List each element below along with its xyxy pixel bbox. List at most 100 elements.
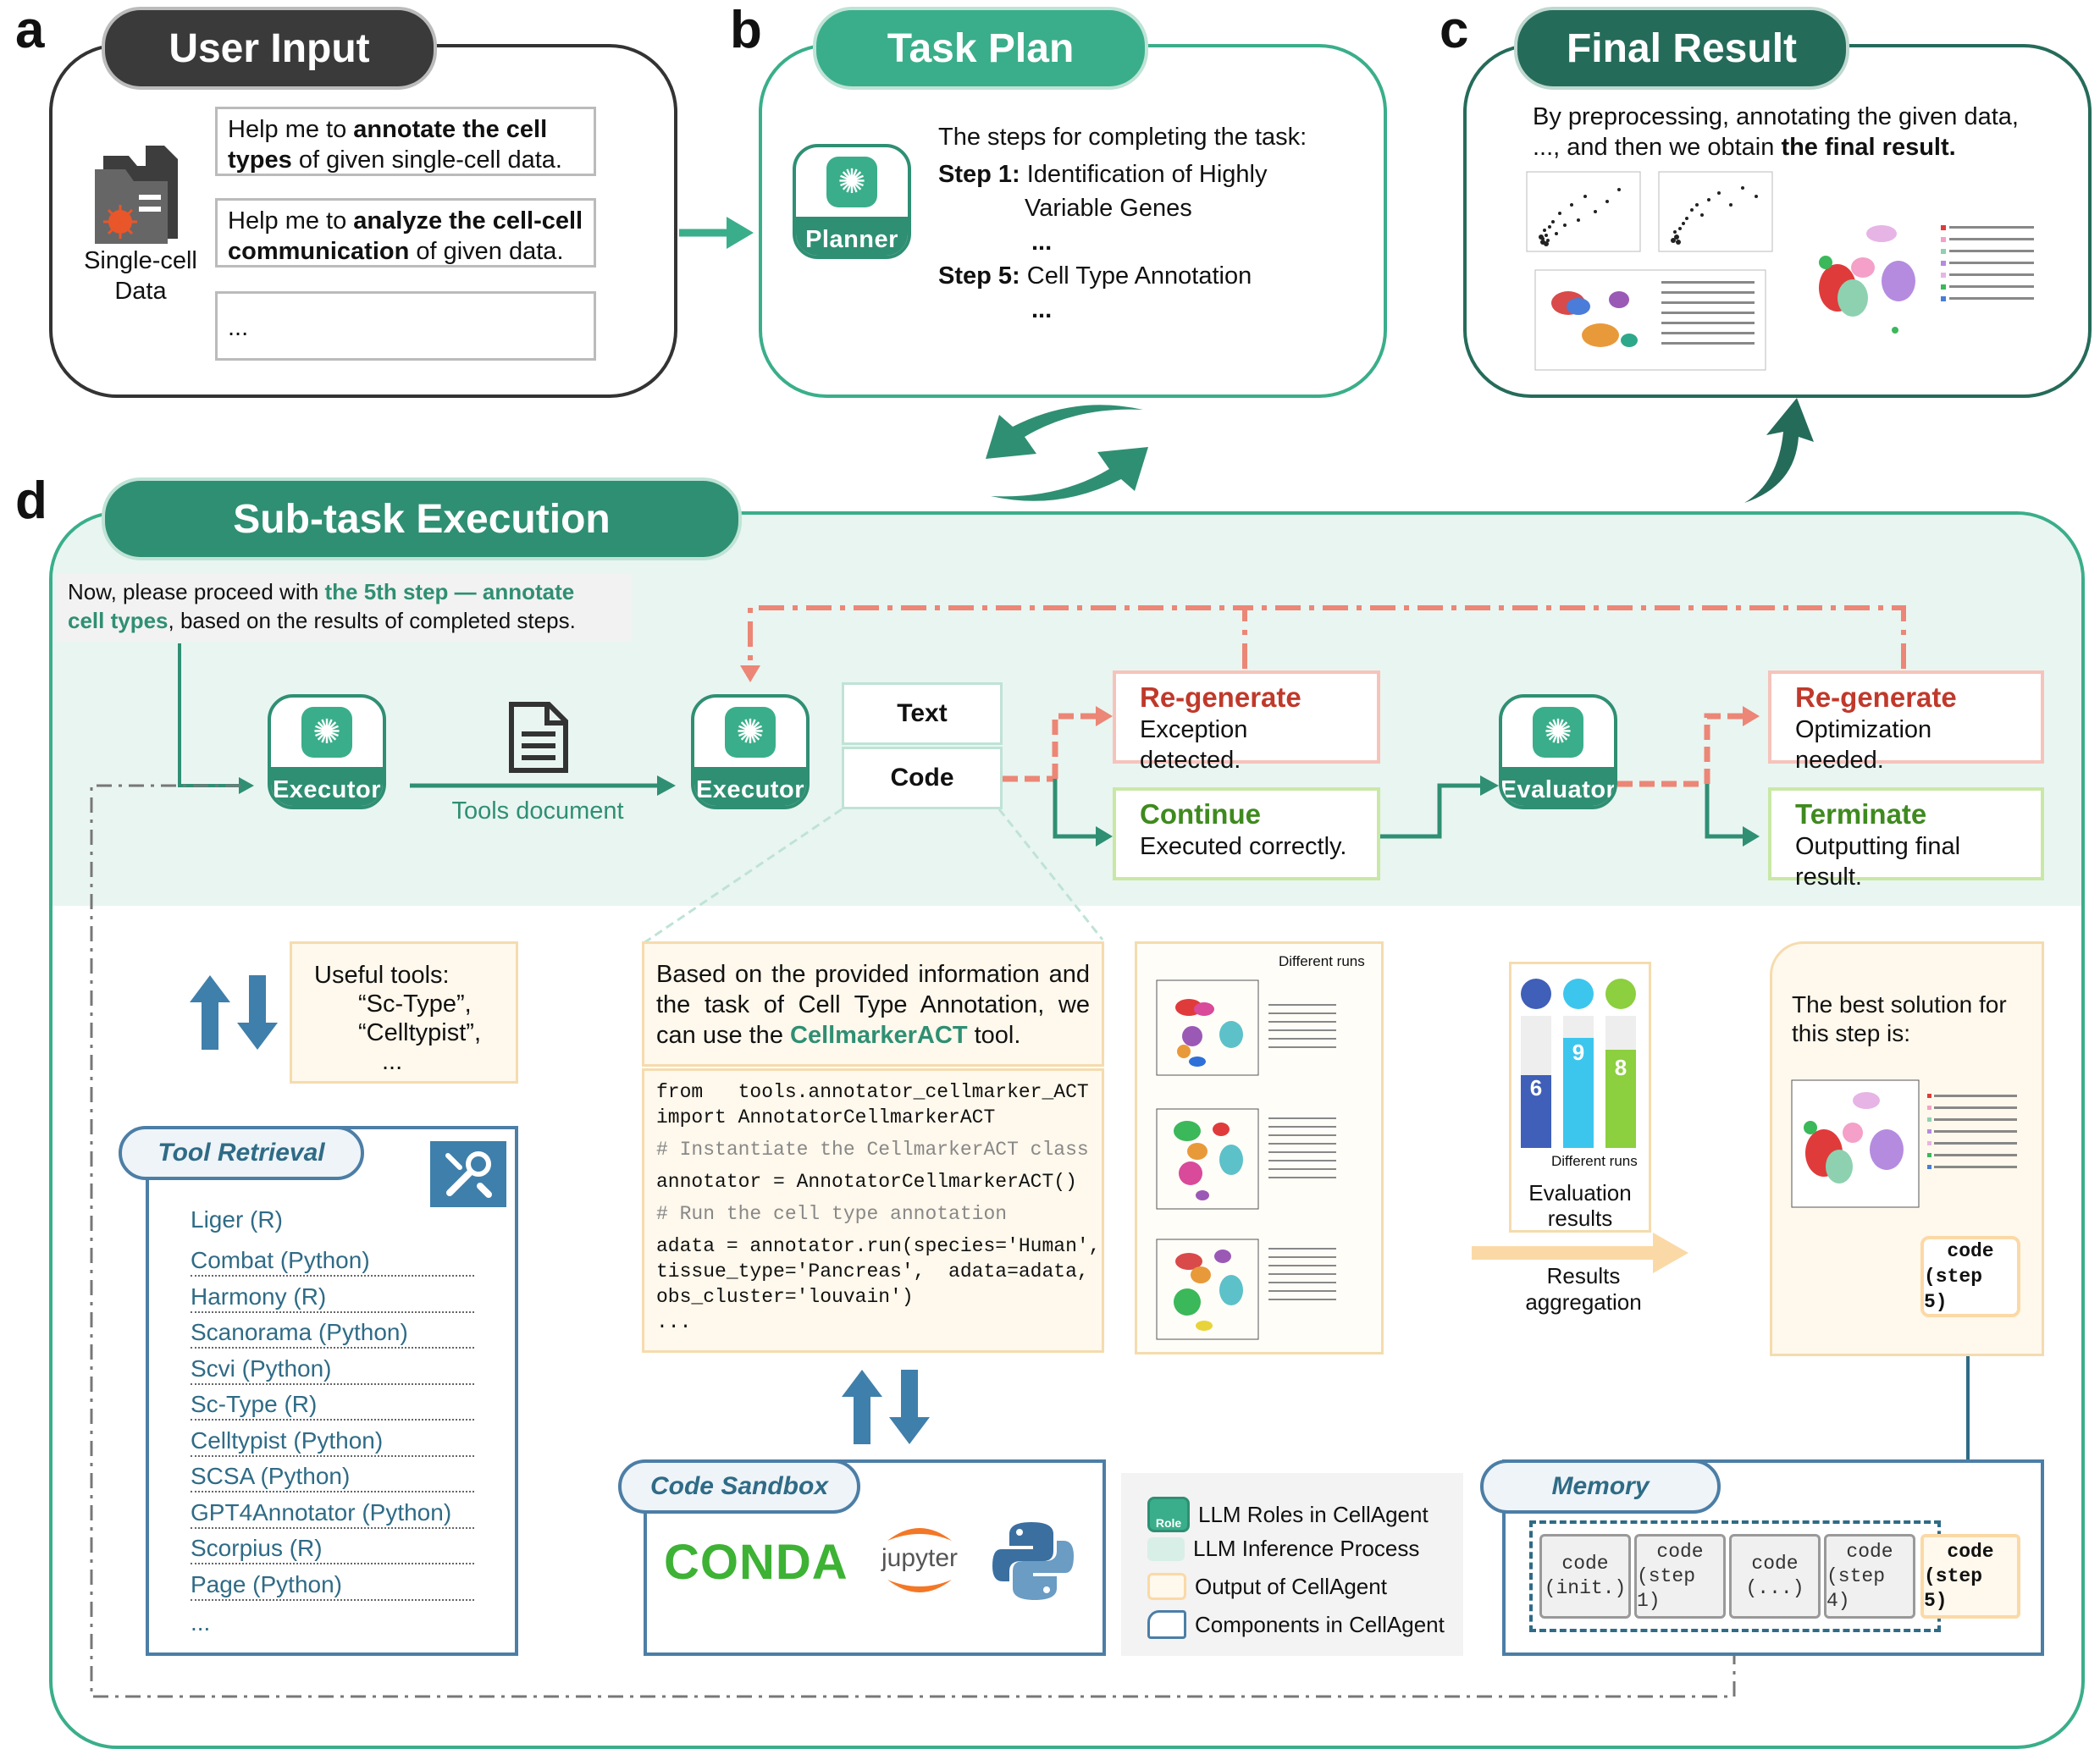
eval-value-1: 6 (1529, 1075, 1543, 1101)
arrow-d-to-c (1744, 398, 1814, 503)
planner-role: ✺ Planner (793, 144, 911, 259)
tool-item-sctype[interactable]: Sc-Type (R) (191, 1390, 474, 1421)
final-result-text: By preprocessing, annotating the given d… (1533, 102, 2075, 163)
step5-text: Cell Type Annotation (1026, 262, 1252, 290)
legend-roles-text: LLM Roles in CellAgent (1198, 1501, 1429, 1527)
tool-item-combat[interactable]: Combat (Python) (191, 1246, 474, 1277)
memory-cell-more[interactable]: code (...) (1729, 1534, 1821, 1619)
exchange-arrows (986, 405, 1148, 501)
eval-bar-2 (1563, 1038, 1594, 1148)
prompt-pre: Now, please proceed with (68, 579, 325, 604)
planner-label: Planner (796, 217, 908, 256)
evaluation-bar-chart (1521, 1016, 1636, 1148)
sad-face-icon (1521, 979, 1551, 1009)
terminate-desc: Outputting final result. (1795, 833, 1961, 891)
aggregation-line-2: aggregation (1525, 1289, 1642, 1315)
output-swatch (1147, 1573, 1186, 1600)
python-logo (992, 1522, 1074, 1600)
code-line-6: adata = annotator.run(species='Human', (656, 1235, 1101, 1257)
memory-cell-step4[interactable]: code (step 4) (1824, 1534, 1915, 1619)
eval-value-3: 8 (1614, 1055, 1628, 1080)
exchange-vertical-icon (190, 975, 278, 1050)
code-line-8: obs_cluster='louvain') (656, 1286, 914, 1308)
wrench-icon (430, 1141, 506, 1207)
tool-item-celltypist[interactable]: Celltypist (Python) (191, 1426, 474, 1457)
best-code-2: (step 5) (1924, 1266, 1983, 1313)
panel-letter-d: d (15, 472, 47, 530)
legend-components: Components in CellAgent (1147, 1610, 1445, 1639)
query-2-pre: Help me to (228, 207, 354, 234)
subtask-prompt: Now, please proceed with the 5th step — … (56, 574, 632, 642)
exchange-vertical-icon (842, 1370, 930, 1444)
memory-cell-label: code (1561, 1553, 1609, 1575)
executor-role-2: ✺ Executor (691, 694, 810, 809)
results-aggregation-label: Results aggregation (1500, 1263, 1666, 1316)
code-line-2: import AnnotatorCellmarkerACT (656, 1106, 996, 1128)
tool-item-page[interactable]: Page (Python) (191, 1570, 474, 1601)
tool-item-scanorama[interactable]: Scanorama (Python) (191, 1318, 474, 1349)
executor-1-label: Executor (271, 767, 383, 806)
tool-item-gpt4annotator[interactable]: GPT4Annotator (Python) (191, 1498, 474, 1529)
memory-cell-label: code (1751, 1553, 1799, 1575)
explanation-tool: CellmarkerACT (790, 1022, 968, 1049)
memory-cell-step5[interactable]: code (step 5) (1920, 1534, 2020, 1619)
code-comment-1: # Instantiate the CellmarkerACT class (656, 1139, 1089, 1161)
useful-tools-box: Useful tools: “Sc-Type”, “Celltypist”, .… (290, 941, 518, 1084)
data-label-line1: Single-cell (84, 247, 197, 274)
best-solution-text: The best solution for this step is: (1792, 990, 2007, 1048)
code-line-7: tissue_type='Pancreas', adata=adata, (656, 1261, 1089, 1283)
code-line-1: from tools.annotator_cellmarker_ACT (656, 1081, 1089, 1103)
query-1-pre: Help me to (228, 116, 354, 143)
query-2-bold: analyze the cell-cell communication (228, 207, 583, 265)
prompt-post: , based on the results of completed step… (168, 608, 576, 633)
query-3-text: ... (228, 314, 249, 341)
task-plan-title: Task Plan (813, 7, 1148, 90)
memory-cell-step: (step 4) (1826, 1564, 1886, 1612)
code-line-4: annotator = AnnotatorCellmarkerACT() (656, 1171, 1077, 1193)
tool-item-liger[interactable]: Liger (R) (191, 1206, 283, 1233)
arrow-a-to-b (679, 217, 754, 249)
regenerate-exception-box: Re-generate Exception detected. (1113, 670, 1380, 774)
memory-cell-step: (step 5) (1924, 1564, 1983, 1612)
evaluator-role: ✺ Evaluator (1499, 694, 1617, 809)
openai-icon: ✺ (826, 157, 877, 207)
step-ellipsis-2: ... (1031, 296, 1053, 323)
memory-cell-init[interactable]: code (init.) (1539, 1534, 1631, 1619)
scatter-plot-thumb-1 (1526, 171, 1641, 252)
memory-cell-label: code (1656, 1540, 1704, 1563)
user-input-title: User Input (102, 7, 437, 90)
run-plot-3 (1156, 1239, 1336, 1340)
code-output: Code (842, 747, 1003, 809)
tool-item-scorpius[interactable]: Scorpius (R) (191, 1534, 474, 1564)
final-result-line1: By preprocessing, annotating the given d… (1533, 103, 2019, 130)
prompt-highlight-1: the 5th step — annotate (324, 579, 575, 604)
legend-components-text: Components in CellAgent (1195, 1611, 1445, 1637)
data-label: Single-cell Data (73, 246, 208, 306)
evaluator-label: Evaluator (1502, 767, 1614, 806)
file-icon (95, 146, 178, 244)
umap-plot-thumb (1819, 225, 2034, 334)
openai-icon: ✺ (301, 707, 352, 758)
query-1-post: of given single-cell data. (291, 146, 562, 174)
final-result-line2-pre: ..., and then we obtain (1533, 134, 1782, 161)
best-code-chip[interactable]: code (step 5) (1920, 1236, 2020, 1317)
task-plan-steps: The steps for completing the task: Step … (938, 120, 1379, 327)
explanation-pre: Based on the provided information and th… (656, 961, 1090, 1049)
regenerate-optimization-box: Re-generate Optimization needed. (1768, 670, 2044, 774)
tool-item-scvi[interactable]: Scvi (Python) (191, 1354, 474, 1385)
evaluation-label: Evaluation results (1509, 1180, 1651, 1231)
memory-cell-step: (step 1) (1637, 1564, 1696, 1612)
regenerate-2-title: Re-generate (1795, 681, 1957, 713)
memory-cell-step1[interactable]: code (step 1) (1634, 1534, 1726, 1619)
terminate-box: Terminate Outputting final result. (1768, 787, 2044, 891)
continue-title: Continue (1140, 798, 1261, 830)
evaluation-label-2: results (1547, 1206, 1613, 1231)
text-output: Text (842, 682, 1003, 745)
prompt-highlight-2: cell types (68, 608, 169, 633)
tool-item-scsa[interactable]: SCSA (Python) (191, 1462, 474, 1492)
query-box-1: Help me to annotate the cell types of gi… (215, 107, 596, 176)
final-result-title: Final Result (1514, 7, 1849, 90)
useful-tool-2: “Celltypist”, (358, 1019, 482, 1046)
tool-item-harmony[interactable]: Harmony (R) (191, 1283, 474, 1313)
panel-letter-c: c (1440, 1, 1469, 59)
